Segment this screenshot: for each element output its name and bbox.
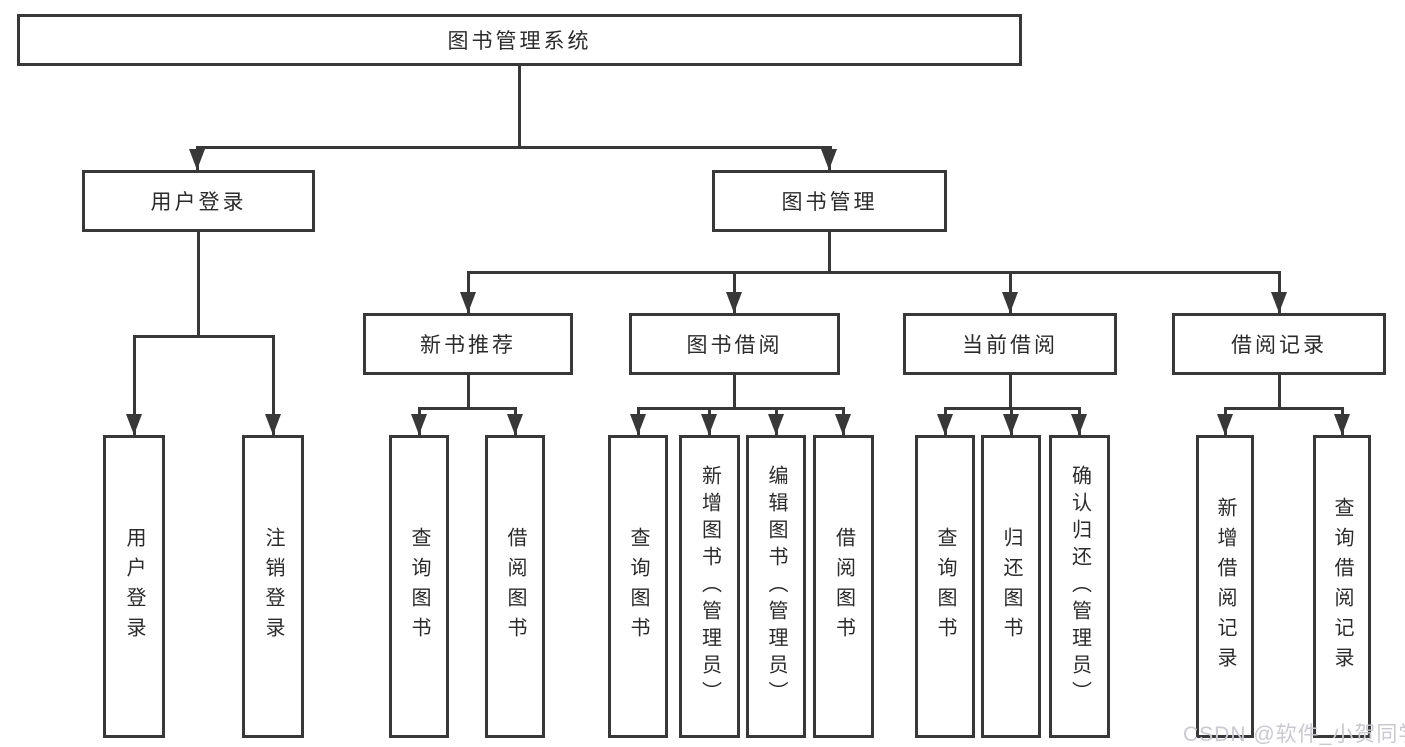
leaf-logout-label: 注销登录 <box>262 526 284 647</box>
arrowhead-down-icon <box>835 414 851 435</box>
leaf-logout: 注销登录 <box>242 435 304 738</box>
leaf-return-book: 归还图书 <box>981 435 1041 738</box>
node-borrow-record-label: 借阅记录 <box>1231 334 1327 357</box>
node-book-management-label: 图书管理 <box>781 191 878 214</box>
leaf-user-login: 用户登录 <box>103 435 165 738</box>
node-book-management: 图书管理 <box>712 170 947 232</box>
node-user-login-label: 用户登录 <box>150 191 247 214</box>
leaf-borrow-book-1: 借阅图书 <box>485 435 545 738</box>
leaf-query-book-1: 查询图书 <box>389 435 449 738</box>
arrowhead-down-icon <box>1334 414 1350 435</box>
leaf-query-borrow-record: 查询借阅记录 <box>1313 435 1371 738</box>
connector-drop <box>272 335 275 435</box>
arrowhead-down-icon <box>265 414 281 435</box>
connector-drop <box>133 335 136 435</box>
arrowhead-down-icon <box>1003 414 1019 435</box>
leaf-query-book-3: 查询图书 <box>915 435 975 738</box>
leaf-add-borrow-record: 新增借阅记录 <box>1196 435 1254 738</box>
connector-book-mgmt-branch <box>468 271 1279 274</box>
leaf-query-book-2: 查询图书 <box>608 435 668 738</box>
csdn-watermark: CSDN @软件_小贺同学 <box>1183 723 1405 746</box>
connector-current-borrow-stub <box>1009 375 1012 407</box>
arrowhead-down-icon <box>768 414 784 435</box>
node-new-book-recommend-label: 新书推荐 <box>420 334 516 357</box>
arrowhead-down-icon <box>630 414 646 435</box>
node-root-label: 图书管理系统 <box>447 30 592 53</box>
arrowhead-down-icon <box>1217 414 1233 435</box>
leaf-edit-book-admin-label: 编辑图书（管理员） <box>765 465 787 708</box>
arrowhead-down-icon <box>507 414 523 435</box>
leaf-add-book-admin-label: 新增图书（管理员） <box>698 465 721 708</box>
leaf-query-book-1-label: 查询图书 <box>408 526 430 647</box>
leaf-query-book-3-label: 查询图书 <box>934 526 956 647</box>
node-current-borrow: 当前借阅 <box>903 313 1117 375</box>
connector-book-borrow-branch <box>637 407 844 410</box>
leaf-add-book-admin: 新增图书（管理员） <box>679 435 740 738</box>
connector-borrow-record-stub <box>1278 375 1281 407</box>
leaf-confirm-return-admin: 确认归还（管理员） <box>1049 435 1110 738</box>
leaf-query-book-2-label: 查询图书 <box>627 526 649 647</box>
node-new-book-recommend: 新书推荐 <box>363 313 573 375</box>
connector-user-login-branch <box>133 335 274 338</box>
connector-borrow-record-branch <box>1224 407 1342 410</box>
connector-root-stub <box>518 66 521 146</box>
node-book-borrow: 图书借阅 <box>629 313 840 375</box>
connector-new-book-stub <box>467 375 470 407</box>
node-root: 图书管理系统 <box>17 14 1022 66</box>
leaf-add-borrow-record-label: 新增借阅记录 <box>1214 496 1236 677</box>
connector-root-branch <box>197 146 832 149</box>
arrowhead-down-icon <box>937 414 953 435</box>
arrowhead-down-icon <box>701 414 717 435</box>
arrowhead-down-icon <box>1071 414 1087 435</box>
connector-new-book-branch <box>418 407 517 410</box>
arrowhead-down-icon <box>189 149 205 170</box>
connector-book-mgmt-stub <box>828 232 831 271</box>
leaf-return-book-label: 归还图书 <box>1000 526 1022 647</box>
connector-book-borrow-stub <box>733 375 736 407</box>
leaf-confirm-return-admin-label: 确认归还（管理员） <box>1068 465 1091 708</box>
arrowhead-down-icon <box>460 292 476 313</box>
leaf-edit-book-admin: 编辑图书（管理员） <box>746 435 806 738</box>
leaf-borrow-book-2: 借阅图书 <box>813 435 874 738</box>
arrowhead-down-icon <box>821 149 837 170</box>
leaf-borrow-book-2-label: 借阅图书 <box>832 526 855 647</box>
arrowhead-down-icon <box>726 292 742 313</box>
arrowhead-down-icon <box>126 414 142 435</box>
leaf-query-borrow-record-label: 查询借阅记录 <box>1331 496 1353 677</box>
arrowhead-down-icon <box>1002 292 1018 313</box>
node-current-borrow-label: 当前借阅 <box>962 334 1058 357</box>
leaf-user-login-label: 用户登录 <box>123 526 145 647</box>
node-borrow-record: 借阅记录 <box>1172 313 1386 375</box>
arrowhead-down-icon <box>1271 292 1287 313</box>
node-user-login: 用户登录 <box>82 170 315 232</box>
leaf-borrow-book-1-label: 借阅图书 <box>504 526 526 647</box>
connector-user-login-stub <box>197 232 200 335</box>
arrowhead-down-icon <box>411 414 427 435</box>
node-book-borrow-label: 图书借阅 <box>686 334 783 357</box>
